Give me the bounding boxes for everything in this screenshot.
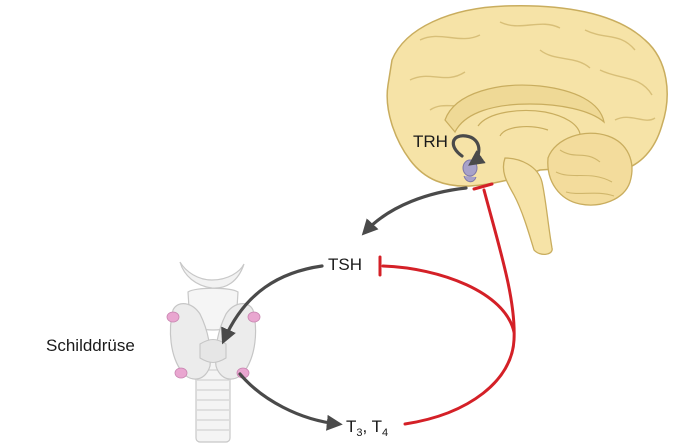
hormone-symbol-2: T <box>372 417 382 436</box>
hormone-subscript-4: 4 <box>382 427 388 439</box>
thyroid-larynx-icon <box>167 262 260 442</box>
trh-label: TRH <box>413 133 448 150</box>
brain-sagittal-icon <box>387 6 667 255</box>
hormones-feedback-curve <box>405 190 514 424</box>
negative-feedback-lines <box>380 184 514 424</box>
tsh-inhibition-curve <box>383 266 514 332</box>
hormone-separator: , <box>363 417 372 436</box>
pituitary-to-tsh-arrow <box>365 188 466 232</box>
thyroid-label: Schilddrüse <box>46 337 135 354</box>
tsh-label: TSH <box>328 256 362 273</box>
thyroid-to-hormones-arrow <box>240 374 338 424</box>
hormone-symbol: T <box>346 417 356 436</box>
thyroid-hormones-label: T3, T4 <box>346 418 388 439</box>
